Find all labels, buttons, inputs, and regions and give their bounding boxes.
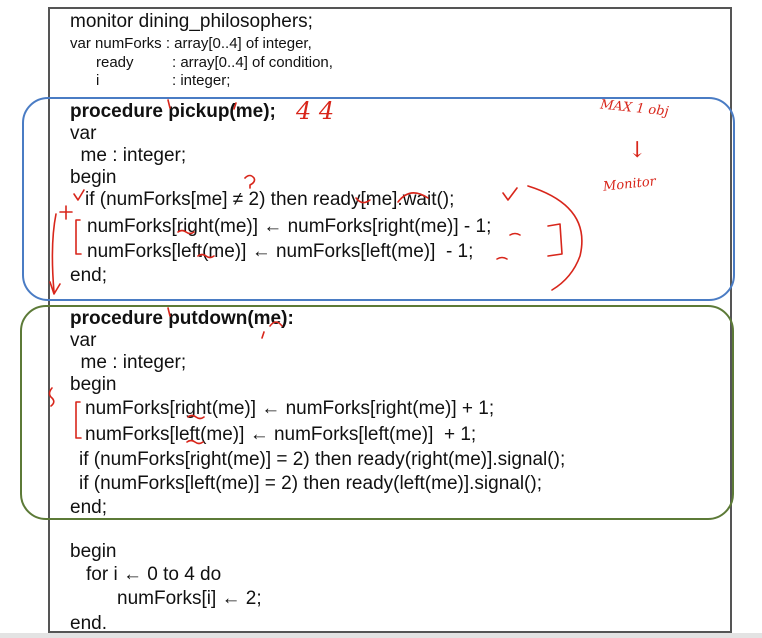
pickup-header: procedure pickup(me); — [70, 101, 276, 122]
putdown-left-increment: numForks[left(me)] ← numForks[left(me)] … — [85, 424, 477, 445]
annotation-arrow: ↓ — [628, 138, 647, 163]
bottom-scroll-strip — [0, 633, 762, 638]
pickup-if-wait: if (numForks[me] ≠ 2) then ready[me].wai… — [85, 189, 455, 210]
main-for-loop: for i ← 0 to 4 do — [86, 564, 222, 585]
putdown-highlight-frame — [20, 305, 734, 520]
numforks-declaration: var numForks : array[0..4] of integer, — [70, 35, 312, 52]
pickup-begin: begin — [70, 167, 117, 188]
i-declaration-type: : integer; — [172, 72, 231, 89]
main-begin: begin — [70, 541, 117, 562]
putdown-var: var — [70, 330, 97, 351]
main-end: end. — [70, 613, 107, 634]
putdown-signal-right: if (numForks[right(me)] = 2) then ready(… — [79, 449, 566, 470]
i-declaration-name: i — [96, 72, 100, 89]
monitor-declaration: monitor dining_philosophers; — [70, 11, 313, 32]
ready-declaration-name: ready — [96, 54, 134, 71]
putdown-me-decl: me : integer; — [70, 352, 187, 373]
code-panel — [48, 7, 732, 633]
putdown-right-increment: numForks[right(me)] ← numForks[right(me)… — [85, 398, 495, 419]
main-init-forks: numForks[i] ← 2; — [117, 588, 262, 609]
ready-declaration-type: : array[0..4] of condition, — [172, 54, 333, 71]
pickup-end: end; — [70, 265, 107, 286]
putdown-begin: begin — [70, 374, 117, 395]
putdown-signal-left: if (numForks[left(me)] = 2) then ready(l… — [79, 473, 542, 494]
pickup-right-decrement: numForks[right(me)] ← numForks[right(me)… — [87, 216, 492, 237]
pickup-me-decl: me : integer; — [70, 145, 187, 166]
pickup-var: var — [70, 123, 97, 144]
putdown-end: end; — [70, 497, 107, 518]
annotation-count: 4 4 — [296, 97, 335, 125]
putdown-header: procedure putdown(me): — [70, 308, 294, 329]
pickup-highlight-frame — [22, 97, 735, 301]
